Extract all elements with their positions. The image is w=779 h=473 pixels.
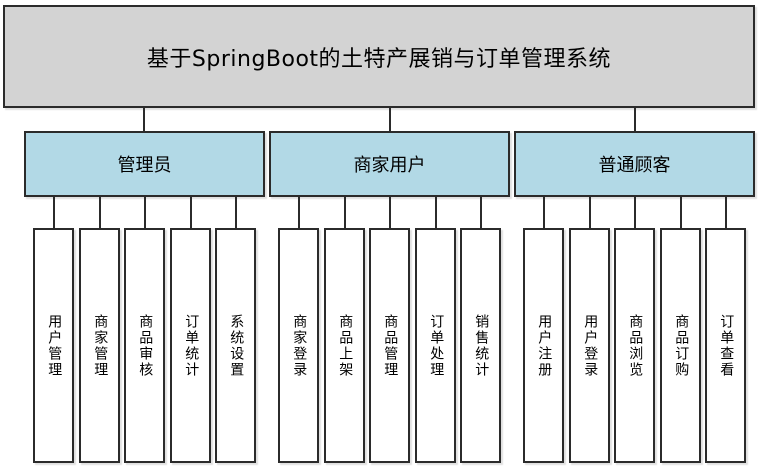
role-box-admin[interactable]: 管理员 [24,131,265,197]
function-box-user-login[interactable]: 用户登录 [569,228,610,463]
connector-merchant-0 [298,197,300,228]
function-box-merchant-login[interactable]: 商家登录 [278,228,319,463]
function-box-order-view[interactable]: 订单查看 [705,228,746,463]
connector-admin-4 [235,197,237,228]
connector-merchant-1 [344,197,346,228]
connector-admin-2 [144,197,146,228]
function-box-product-review[interactable]: 商品审核 [124,228,165,463]
function-box-sales-statistics[interactable]: 销售统计 [460,228,501,463]
function-box-product-listing[interactable]: 商品上架 [324,228,365,463]
function-box-merchant-management[interactable]: 商家管理 [79,228,120,463]
function-label: 商品订购 [673,313,690,378]
connector-title-to-customer [634,108,636,131]
connector-merchant-2 [389,197,391,228]
function-label: 商家登录 [291,313,308,378]
connector-admin-3 [190,197,192,228]
page-title: 基于SpringBoot的土特产展销与订单管理系统 [146,46,612,72]
function-label: 用户登录 [582,313,599,378]
function-label: 商品管理 [382,313,399,378]
function-box-order-processing[interactable]: 订单处理 [415,228,456,463]
function-box-product-browse[interactable]: 商品浏览 [614,228,655,463]
function-box-user-management[interactable]: 用户管理 [33,228,74,463]
role-label-admin: 管理员 [117,155,172,176]
role-label-customer: 普通顾客 [598,155,671,176]
connector-customer-1 [589,197,591,228]
function-label: 销售统计 [473,313,490,378]
connector-title-to-admin [143,108,145,131]
connector-customer-0 [543,197,545,228]
role-box-customer[interactable]: 普通顾客 [514,131,755,197]
function-label: 订单查看 [718,313,735,378]
function-label: 系统设置 [228,313,245,378]
function-label: 用户注册 [536,313,553,378]
function-box-system-settings[interactable]: 系统设置 [215,228,256,463]
system-title-box: 基于SpringBoot的土特产展销与订单管理系统 [3,5,755,108]
function-label: 商品上架 [337,313,354,378]
function-label: 商品审核 [137,313,154,378]
connector-admin-0 [53,197,55,228]
connector-title-to-merchant [389,108,391,131]
connector-merchant-3 [435,197,437,228]
function-label: 商品浏览 [627,313,644,378]
connector-merchant-4 [480,197,482,228]
function-box-order-statistics[interactable]: 订单统计 [170,228,211,463]
role-box-merchant[interactable]: 商家用户 [269,131,510,197]
connector-customer-3 [680,197,682,228]
function-label: 用户管理 [46,313,63,378]
function-label: 订单处理 [428,313,445,378]
function-box-product-order[interactable]: 商品订购 [660,228,701,463]
function-box-product-management[interactable]: 商品管理 [369,228,410,463]
function-label: 订单统计 [183,313,200,378]
role-label-merchant: 商家用户 [353,155,426,176]
connector-customer-4 [725,197,727,228]
connector-customer-2 [634,197,636,228]
connector-admin-1 [99,197,101,228]
function-label: 商家管理 [92,313,109,378]
function-box-user-register[interactable]: 用户注册 [523,228,564,463]
